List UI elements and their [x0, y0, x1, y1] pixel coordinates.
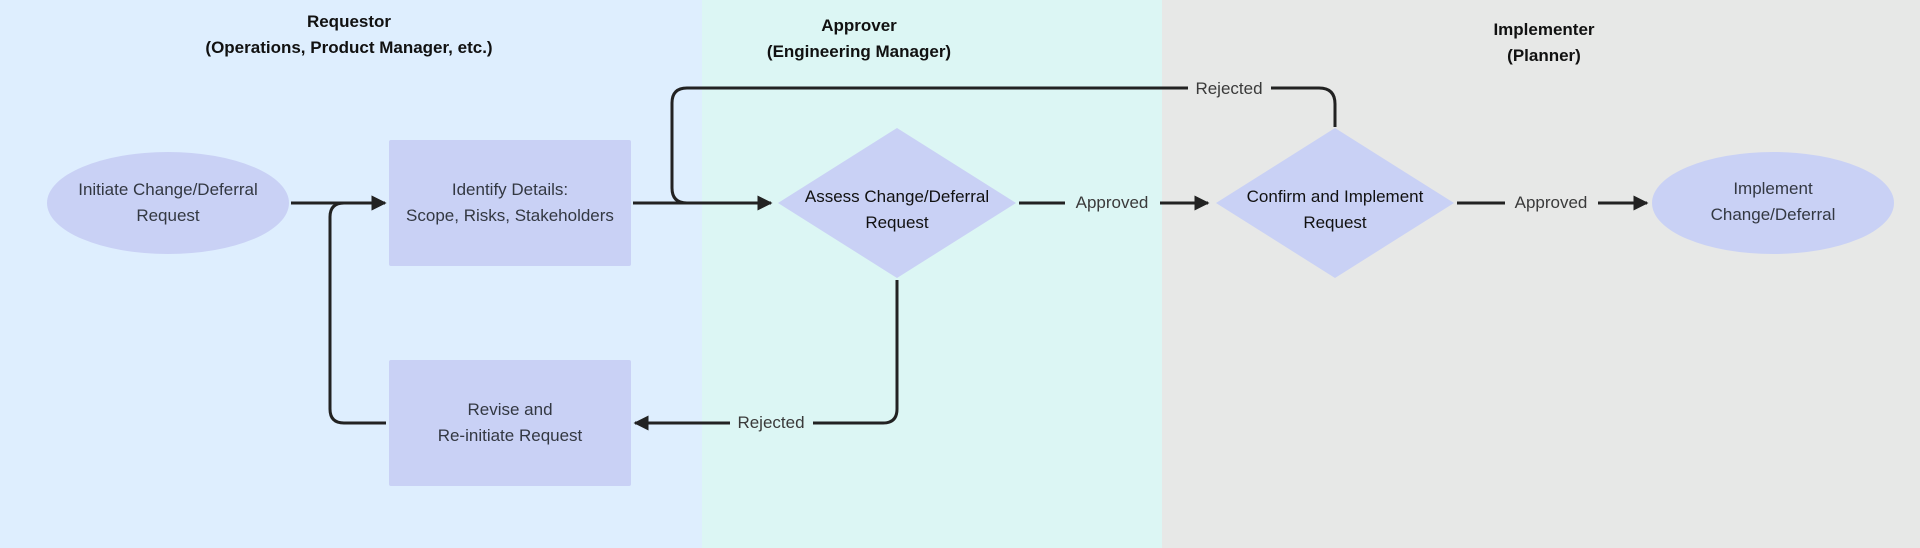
edge-label-confirm-rejected: Rejected — [1195, 79, 1263, 98]
node-confirm-label: Confirm and Implement Request — [1215, 170, 1455, 250]
node-initiate-shape — [47, 152, 289, 254]
node-assess-label: Assess Change/Deferral Request — [777, 170, 1017, 250]
edge-confirm-rejected-right — [1271, 86, 1337, 127]
node-assess-line-2: Request — [865, 213, 929, 232]
node-revise-line-1: Revise and — [467, 400, 553, 419]
node-assess-shape — [778, 128, 1016, 278]
node-identify-line-2: Scope, Risks, Stakeholders — [406, 206, 614, 225]
lane-requestor-name: Requestor — [306, 12, 392, 31]
lane-requestor-title: Requestor (Operations, Product Manager, … — [99, 9, 599, 61]
node-initiate-line-1: Initiate Change/Deferral — [78, 180, 258, 199]
node-implement-line-2: Change/Deferral — [1710, 205, 1836, 224]
node-revise-label: Revise and Re-initiate Request — [389, 383, 631, 463]
node-revise-line-2: Re-initiate Request — [437, 426, 583, 445]
node-implement-line-1: Implement — [1733, 179, 1813, 198]
lane-implementer: Implementer (Planner) — [1162, 0, 1920, 548]
edge-confirm-rejected-left — [670, 86, 1188, 205]
node-initiate-line-2: Request — [136, 206, 200, 225]
lane-approver-role: (Engineering Manager) — [766, 42, 952, 61]
node-implement-shape — [1652, 152, 1894, 254]
lane-approver-title: Approver (Engineering Manager) — [609, 13, 1109, 65]
node-confirm-line-2: Request — [1303, 213, 1367, 232]
lane-implementer-title: Implementer (Planner) — [1294, 17, 1794, 69]
edge-label-assess-approved: Approved — [1075, 193, 1149, 212]
node-confirm-shape — [1216, 128, 1454, 278]
node-identify-line-1: Identify Details: — [451, 180, 569, 199]
node-identify-label: Identify Details: Scope, Risks, Stakehol… — [389, 163, 631, 243]
node-confirm-line-1: Confirm and Implement — [1246, 187, 1424, 206]
lane-approver-name: Approver — [821, 16, 897, 35]
node-revise-shape — [389, 360, 631, 486]
lane-implementer-role: (Planner) — [1507, 46, 1581, 65]
lane-requestor-role: (Operations, Product Manager, etc.) — [205, 38, 493, 57]
edge-label-confirm-approved: Approved — [1514, 193, 1588, 212]
lane-approver: Approver (Engineering Manager) — [702, 0, 1162, 548]
edge-assess-rejected-right — [813, 280, 899, 425]
edge-label-assess-rejected: Rejected — [737, 413, 805, 432]
node-initiate-label: Initiate Change/Deferral Request — [48, 163, 288, 243]
node-implement-label: Implement Change/Deferral — [1653, 162, 1893, 242]
lane-requestor: Requestor (Operations, Product Manager, … — [0, 0, 702, 548]
lane-implementer-name: Implementer — [1493, 20, 1595, 39]
node-identify-shape — [389, 140, 631, 266]
edge-revise-to-identify — [328, 195, 387, 425]
node-assess-line-1: Assess Change/Deferral — [804, 187, 990, 206]
